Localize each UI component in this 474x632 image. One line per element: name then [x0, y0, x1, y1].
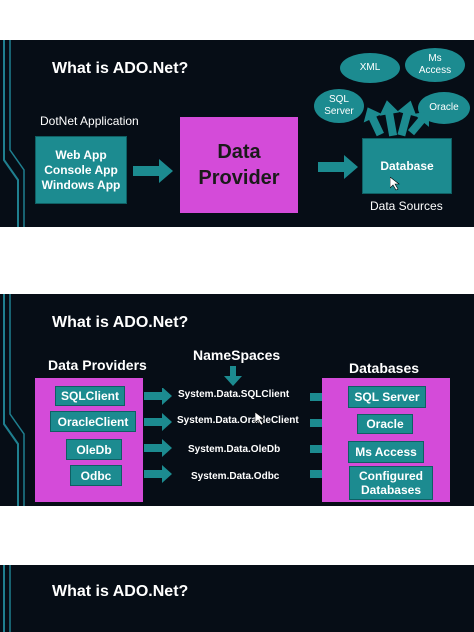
- namespaces-heading: NameSpaces: [193, 347, 281, 363]
- arrow-down-icon: [224, 366, 242, 386]
- databases-heading: Databases: [349, 360, 420, 376]
- provider-line-2: Provider: [198, 167, 280, 189]
- database-oracle: Oracle: [357, 414, 413, 434]
- circuit-decoration: [3, 40, 25, 227]
- database-configured: Configured Databases: [349, 466, 433, 500]
- slide-title: What is ADO.Net?: [52, 314, 189, 331]
- providers-heading: Data Providers: [48, 357, 147, 373]
- namespace-oracleclient: System.Data.OracleClient: [177, 415, 299, 426]
- mouse-cursor-icon: [255, 412, 265, 426]
- app-web: Web App: [55, 147, 107, 162]
- arrows-up-icon: [363, 100, 429, 137]
- mouse-cursor-icon: [390, 177, 400, 191]
- slide-1: What is ADO.Net? DotNet Application Web …: [0, 40, 474, 227]
- dotnet-app-box: Web App Console App Windows App: [35, 136, 127, 204]
- namespace-sqlclient: System.Data.SQLClient: [178, 389, 290, 400]
- app-console: Console App: [44, 162, 118, 177]
- namespace-oledb: System.Data.OleDb: [188, 444, 281, 455]
- database-ms-access: Ms Access: [348, 441, 424, 463]
- app-windows: Windows App: [41, 177, 121, 192]
- database-box: Database: [362, 138, 452, 194]
- data-provider-box: Data Provider: [180, 117, 298, 213]
- arrow-right-icon: [133, 159, 173, 183]
- oval-xml: XML: [340, 53, 400, 83]
- database-label: Database: [380, 159, 434, 173]
- namespace-odbc: System.Data.Odbc: [191, 471, 280, 482]
- slide-title: What is ADO.Net?: [52, 60, 189, 77]
- circuit-decoration: [3, 294, 25, 506]
- oval-ms-access: Ms Access: [405, 48, 465, 82]
- data-sources-label: Data Sources: [370, 199, 443, 213]
- circuit-decoration: [3, 565, 11, 632]
- slide-title: What is ADO.Net?: [52, 583, 189, 600]
- provider-odbc: Odbc: [70, 465, 122, 486]
- database-sql-server: SQL Server: [348, 386, 426, 408]
- provider-line-1: Data: [217, 141, 261, 163]
- slide-3: What is ADO.Net?: [0, 565, 474, 632]
- provider-oledb: OleDb: [66, 439, 122, 460]
- dotnet-app-label: DotNet Application: [40, 114, 139, 128]
- oval-sql-server: SQL Server: [314, 89, 364, 123]
- arrows-providers-icon: [144, 388, 172, 483]
- provider-oracleclient: OracleClient: [50, 411, 136, 432]
- provider-sqlclient: SQLClient: [55, 386, 125, 406]
- slide-2: What is ADO.Net? Data Providers NameSpac…: [0, 294, 474, 506]
- arrow-right-icon: [318, 155, 358, 179]
